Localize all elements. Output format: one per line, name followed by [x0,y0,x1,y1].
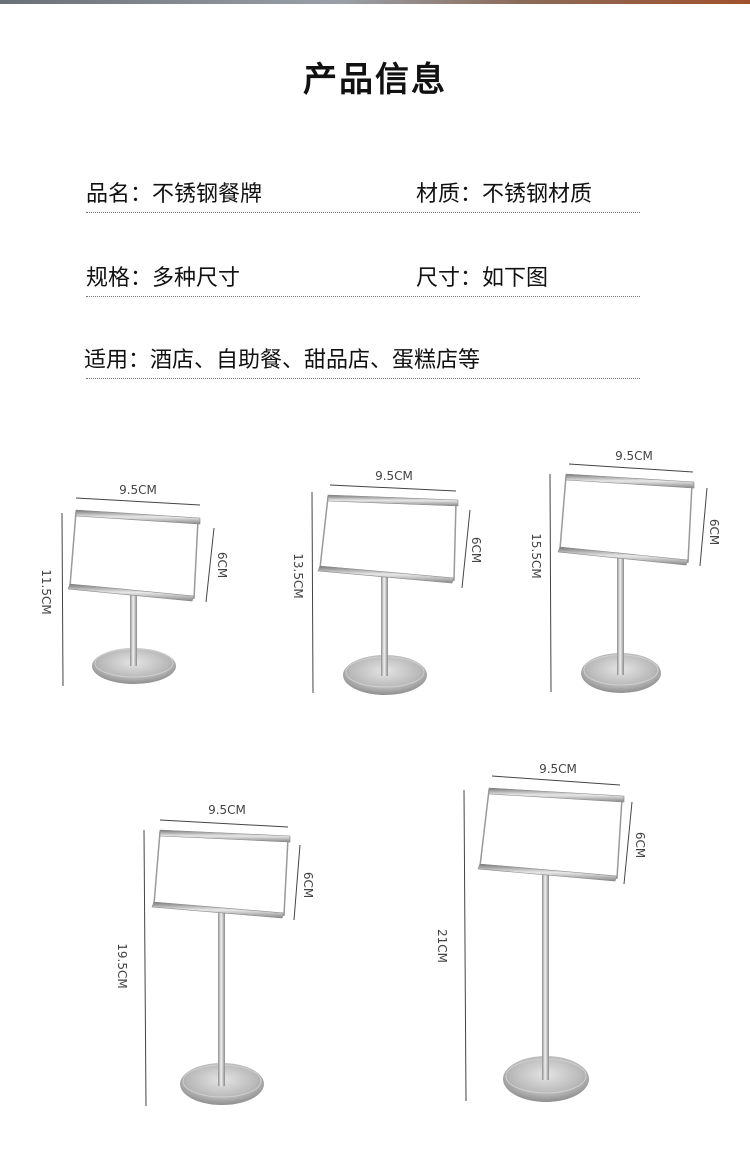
width-label: 9.5CM [208,803,246,817]
total-height-dimension-line [463,789,467,1102]
width-label: 9.5CM [119,483,157,497]
total-height-dimension-line [549,473,552,693]
product-spec: 规格：多种尺寸 [86,266,241,291]
stand-pole [617,555,624,675]
sign-height-dimension-line [461,509,471,589]
sign-height-label: 6CM [633,832,647,858]
sign-height-dimension-line [293,844,301,921]
sign-height-dimension-line [205,527,215,603]
sign-frame [479,789,623,879]
product-usage: 适用：酒店、自助餐、甜品店、蛋糕店等 [84,348,481,373]
sign-frame [153,831,289,916]
sign-height-label: 6CM [469,537,483,563]
sign-frame [69,511,199,599]
sign-height-dimension-line [623,801,633,885]
info-row-2: 规格：多种尺寸 尺寸：如下图 [86,256,640,297]
width-dimension-line [75,497,201,506]
total-height-dimension-line [143,829,147,1107]
width-dimension-line [491,775,621,786]
stand-pole [130,594,137,666]
product-size: 尺寸：如下图 [416,266,549,291]
total-height-label: 13.5CM [291,553,305,598]
stand-pole [542,874,549,1080]
sign-height-label: 6CM [215,552,229,578]
info-row-3: 适用：酒店、自助餐、甜品店、蛋糕店等 [84,338,640,379]
stand-pole [218,910,225,1086]
top-decor-strip [0,0,750,4]
total-height-label: 11.5CM [39,569,53,614]
total-height-label: 19.5CM [115,943,129,988]
width-dimension-line [329,484,457,492]
width-label: 9.5CM [615,449,653,463]
width-label: 9.5CM [375,469,413,483]
info-row-1: 品名：不锈钢餐牌 材质：不锈钢材质 [86,172,640,213]
width-dimension-line [568,463,694,473]
total-height-label: 15.5CM [529,533,543,578]
stand-11-5cm: 9.5CM 6CM 11.5CM [39,483,229,687]
stand-21cm: 9.5CM 6CM 21CM [435,762,647,1102]
page-title: 产品信息 [303,60,447,100]
product-material: 材质：不锈钢材质 [416,182,593,207]
total-height-dimension-line [61,512,64,687]
stand-15-5cm: 9.5CM 6CM 15.5CM [529,449,721,693]
sign-height-dimension-line [699,487,708,567]
total-height-dimension-line [311,491,314,694]
width-dimension-line [159,819,289,828]
sign-height-label: 6CM [707,519,721,545]
product-name: 品名：不锈钢餐牌 [86,182,263,207]
stand-19-5cm: 9.5CM 6CM 19.5CM [115,803,315,1107]
total-height-label: 21CM [435,929,449,963]
sign-height-label: 6CM [301,872,315,898]
width-label: 9.5CM [539,762,577,776]
stand-13-5cm: 9.5CM 6CM 13.5CM [291,469,483,695]
stand-pole [381,577,388,676]
